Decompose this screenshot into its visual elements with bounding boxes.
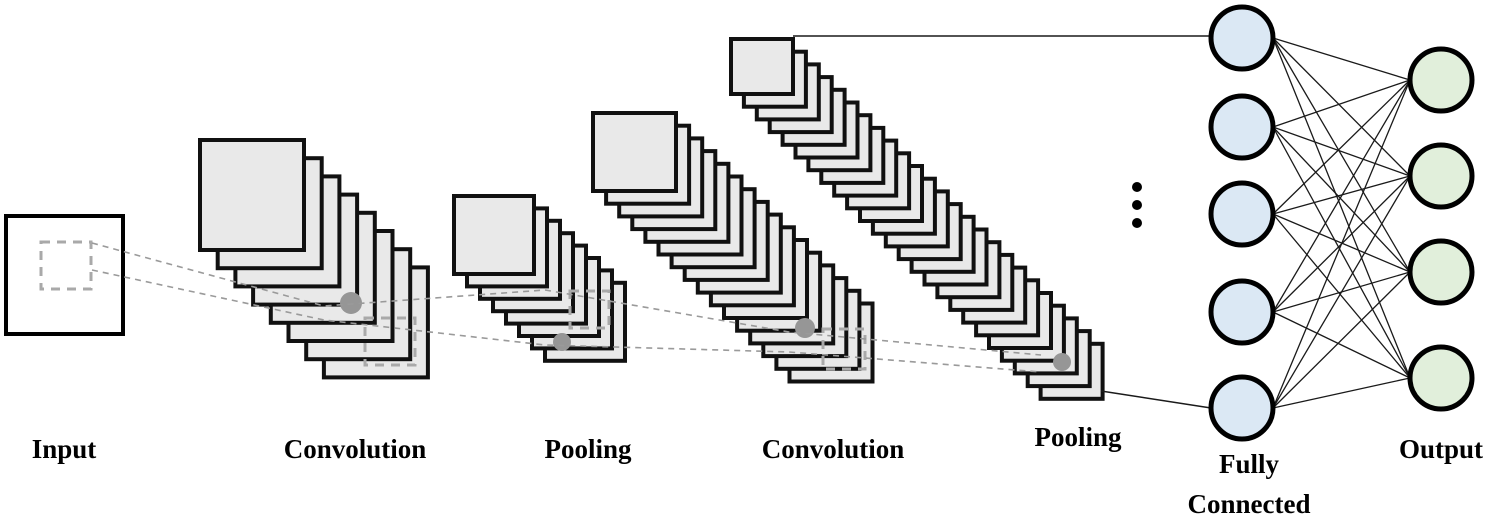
fc-output-edge <box>1272 271 1411 409</box>
feature-map-card <box>452 194 536 276</box>
output-neuron-1[interactable] <box>1407 46 1475 114</box>
ellipsis-dot <box>1132 200 1142 210</box>
neuron-layers <box>1208 4 1475 442</box>
fc-output-edge <box>1272 79 1411 215</box>
feature-map-card <box>591 111 678 193</box>
fc-output-edge <box>1272 213 1411 379</box>
fc-output-edge <box>1272 126 1411 177</box>
feature-map-stacks <box>198 37 1105 401</box>
output-neuron-3[interactable] <box>1407 238 1475 306</box>
label-output: Output <box>1399 434 1483 464</box>
receptive-field-box <box>363 316 417 367</box>
fc-to-output-edges <box>1272 37 1411 409</box>
label-convolution-1: Convolution <box>284 434 427 464</box>
label-convolution-2: Convolution <box>762 434 905 464</box>
output-neuron-4[interactable] <box>1407 344 1475 412</box>
stack-convolution-1 <box>198 138 430 380</box>
fc-output-edge <box>1272 311 1411 379</box>
feature-map-card <box>198 138 306 252</box>
fc-neuron-4[interactable] <box>1208 278 1276 346</box>
fc-neuron-1[interactable] <box>1208 4 1276 72</box>
stack-pooling-2 <box>729 37 1105 401</box>
receptive-field-box <box>568 289 611 330</box>
fc-output-edge <box>1272 37 1411 273</box>
receptive-field-trace-lines <box>91 242 1042 373</box>
fc-output-edge <box>1272 377 1411 409</box>
fc-output-edge <box>1272 37 1411 81</box>
fc-output-edge <box>1272 79 1411 313</box>
fc-output-edge <box>1272 126 1411 379</box>
feature-activation-dot <box>340 292 362 314</box>
fc-output-edge <box>1272 79 1411 128</box>
label-fully-connected-line-1: Fully <box>1219 449 1280 479</box>
connector-bottom <box>1100 390 1212 409</box>
fc-neuron-3[interactable] <box>1208 180 1276 248</box>
fc-output-edge <box>1272 37 1411 177</box>
input-receptive-field-box <box>39 240 93 291</box>
fc-output-edge <box>1272 37 1411 379</box>
ellipsis-dot <box>1132 182 1142 192</box>
feature-activation-dot <box>553 333 571 351</box>
trace-lower <box>91 269 1042 373</box>
label-input: Input <box>32 434 97 464</box>
fc-output-edge <box>1272 126 1411 273</box>
label-pooling-2: Pooling <box>1034 422 1122 452</box>
output-neuron-2[interactable] <box>1407 142 1475 210</box>
ellipsis-dot <box>1132 218 1142 228</box>
input-square <box>4 214 125 336</box>
feature-activation-dot <box>1053 353 1071 371</box>
vertical-ellipsis <box>1132 182 1142 228</box>
stage-labels: Input Convolution Pooling Convolution Poolin… <box>32 422 1483 519</box>
label-fully-connected-line-2: Connected <box>1188 489 1311 519</box>
input-layer <box>4 214 125 336</box>
fc-output-edge <box>1272 175 1411 409</box>
stack-convolution-2 <box>591 111 875 384</box>
stack-pooling-1 <box>452 194 627 363</box>
fc-neuron-5[interactable] <box>1208 374 1276 442</box>
stack-to-fc-connectors <box>793 35 1212 409</box>
label-pooling-1: Pooling <box>544 434 632 464</box>
trace-upper <box>91 242 1042 356</box>
fc-neuron-2[interactable] <box>1208 93 1276 161</box>
receptive-field-box <box>821 327 867 371</box>
feature-activation-dot <box>795 318 815 338</box>
feature-map-card <box>729 37 795 96</box>
fc-output-edge <box>1272 79 1411 409</box>
